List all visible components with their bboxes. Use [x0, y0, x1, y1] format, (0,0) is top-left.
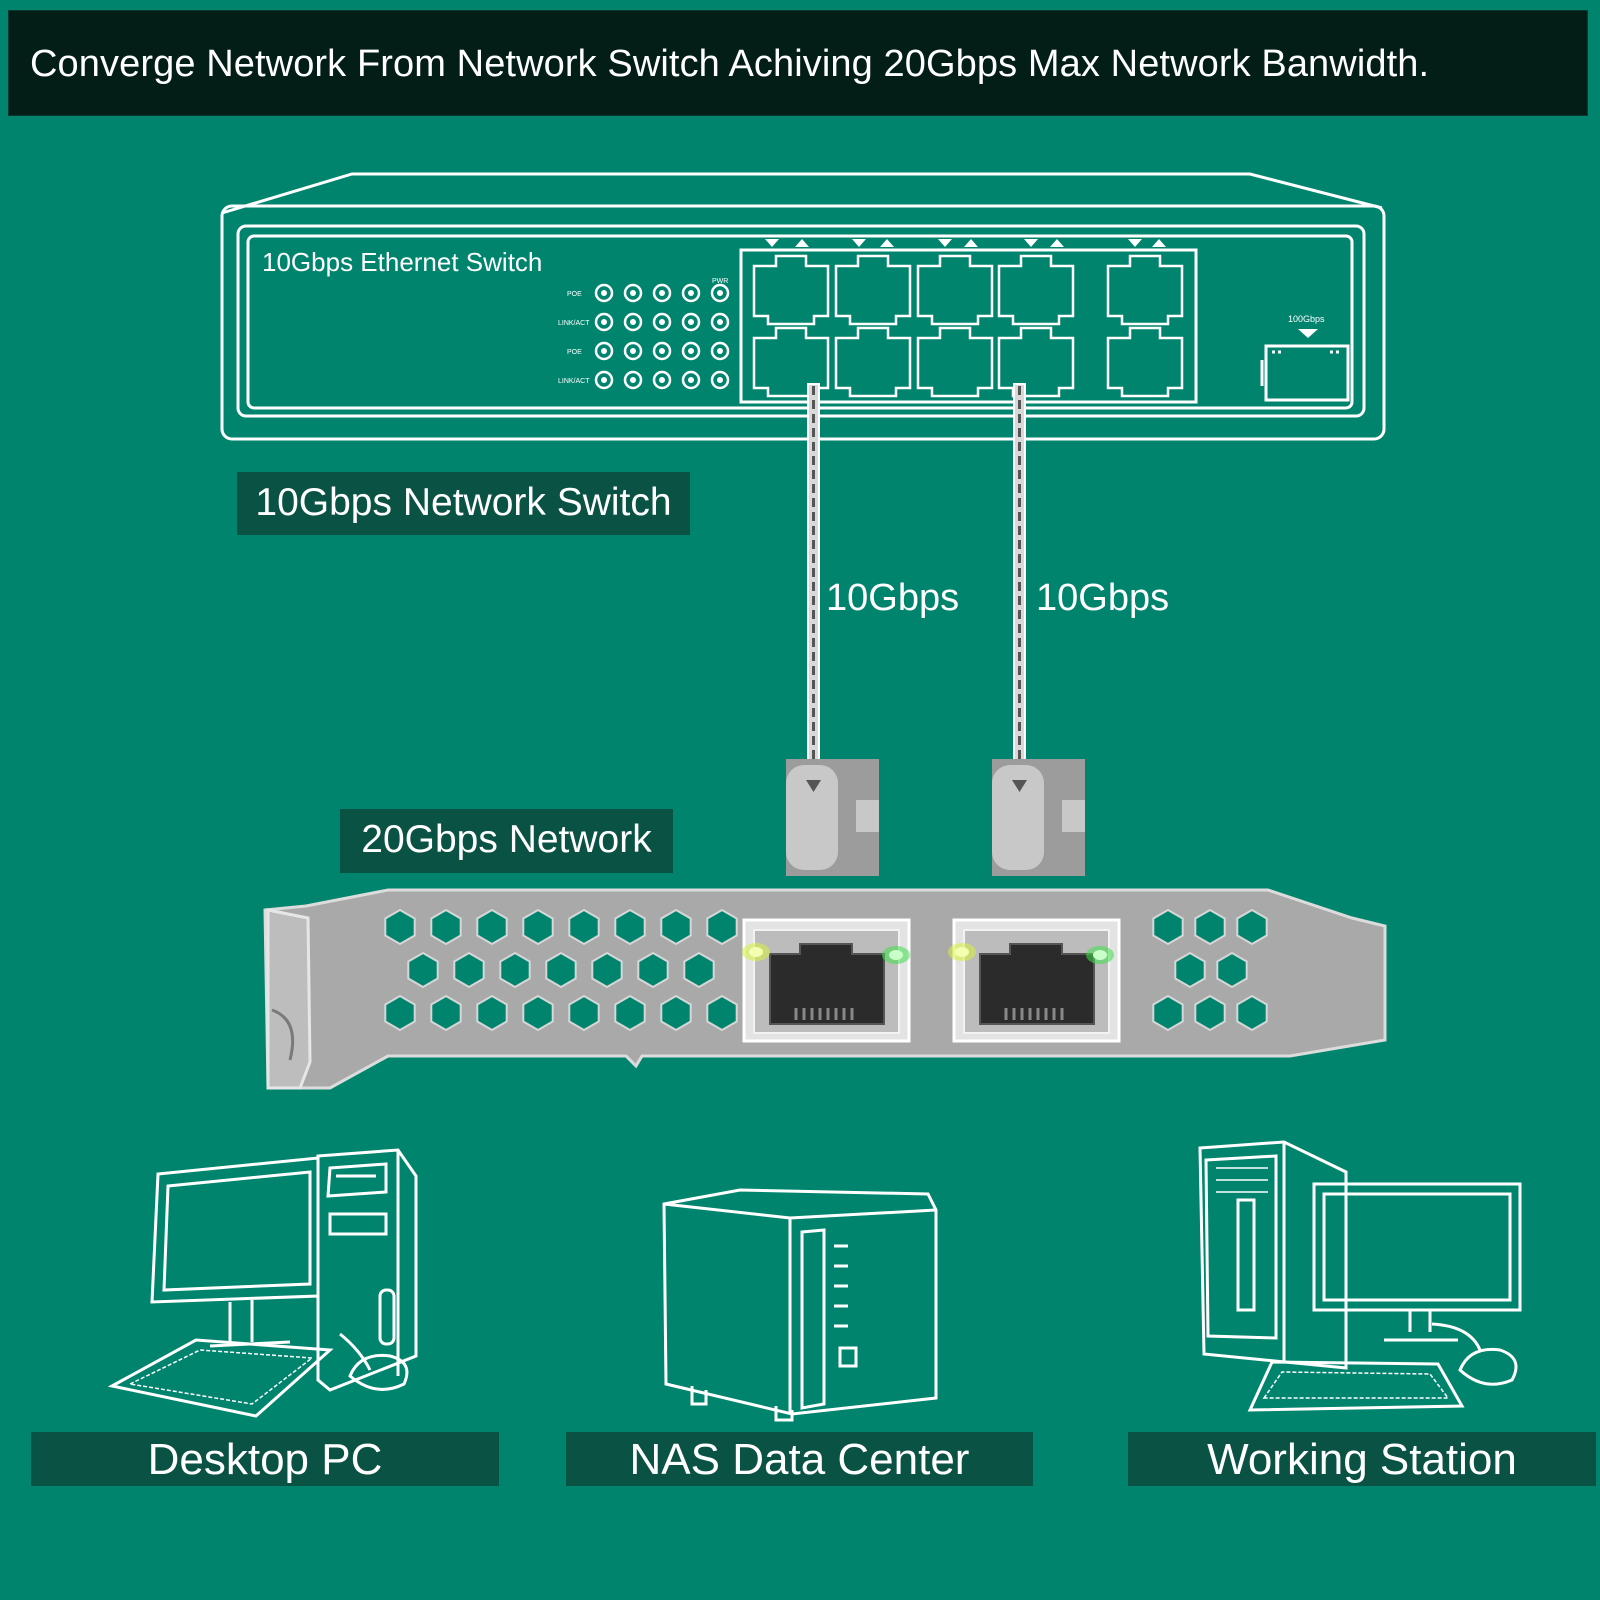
led-label-link-1: LINK/ACT [558, 320, 590, 327]
vent-hole [430, 994, 462, 1032]
nas-icon [662, 1188, 938, 1422]
vent-hole [384, 994, 416, 1032]
vent-hole [1194, 908, 1226, 946]
vent-hole [430, 908, 462, 946]
nic-bracket-icon [263, 888, 1387, 1090]
vent-hole [614, 994, 646, 1032]
device-label-text: Desktop PC [147, 1435, 383, 1484]
link-speed-2: 10Gbps [1036, 577, 1170, 619]
device-label-desktop-pc: Desktop PC [31, 1432, 499, 1486]
device-label-nas: NAS Data Center [566, 1432, 1033, 1486]
vent-hole [1152, 908, 1184, 946]
vent-hole [568, 994, 600, 1032]
network-switch-icon: 10Gbps Ethernet Switch POE LINK/ACT POE … [220, 172, 1386, 441]
vent-hole [476, 994, 508, 1032]
switch-caption-text: 10Gbps Network Switch [255, 481, 672, 524]
vent-hole [1152, 994, 1184, 1032]
vent-hole [1216, 951, 1248, 989]
vent-hole [614, 908, 646, 946]
switch-panel-label: 10Gbps Ethernet Switch [262, 247, 542, 277]
vent-hole [407, 951, 439, 989]
device-label-text: Working Station [1207, 1435, 1517, 1484]
device-label-text: NAS Data Center [629, 1435, 970, 1484]
link-speed-1: 10Gbps [826, 577, 960, 619]
desktop-pc-icon [107, 1148, 418, 1418]
nic-ports [742, 918, 1121, 1043]
vent-hole [545, 951, 577, 989]
vent-hole [1236, 908, 1268, 946]
nic-status-leds [742, 943, 1114, 964]
vent-hole [453, 951, 485, 989]
device-label-working-station: Working Station [1128, 1432, 1596, 1486]
vent-hole [568, 908, 600, 946]
led-label-poe-1: POE [567, 291, 582, 298]
vent-hole [476, 908, 508, 946]
vent-hole [1194, 994, 1226, 1032]
vent-hole [1174, 951, 1206, 989]
sfp-label: 100Gbps [1288, 314, 1325, 324]
vent-hole [591, 951, 623, 989]
ethernet-ports [752, 254, 1184, 398]
status-leds [594, 283, 730, 390]
vent-hole [660, 908, 692, 946]
led-label-poe-2: POE [567, 349, 582, 356]
vent-holes [384, 908, 1268, 1032]
rj45-plugs [786, 759, 1085, 876]
working-station-icon [1198, 1140, 1522, 1412]
nic-caption-text: 20Gbps Network [361, 818, 652, 861]
nic-caption: 20Gbps Network [340, 809, 673, 873]
vent-hole [637, 951, 669, 989]
vent-hole [706, 908, 738, 946]
title-banner: Converge Network From Network Switch Ach… [8, 10, 1588, 116]
pwr-label: PWR [712, 278, 728, 285]
vent-hole [660, 994, 692, 1032]
switch-caption: 10Gbps Network Switch [237, 472, 690, 535]
vent-hole [1236, 994, 1268, 1032]
vent-hole [522, 994, 554, 1032]
title-text: Converge Network From Network Switch Ach… [30, 43, 1430, 85]
port-arrows [765, 239, 1318, 338]
vent-hole [706, 994, 738, 1032]
vent-hole [683, 951, 715, 989]
vent-hole [499, 951, 531, 989]
vent-hole [384, 908, 416, 946]
led-label-link-2: LINK/ACT [558, 378, 590, 385]
vent-hole [522, 908, 554, 946]
sfp-port [1260, 344, 1354, 402]
